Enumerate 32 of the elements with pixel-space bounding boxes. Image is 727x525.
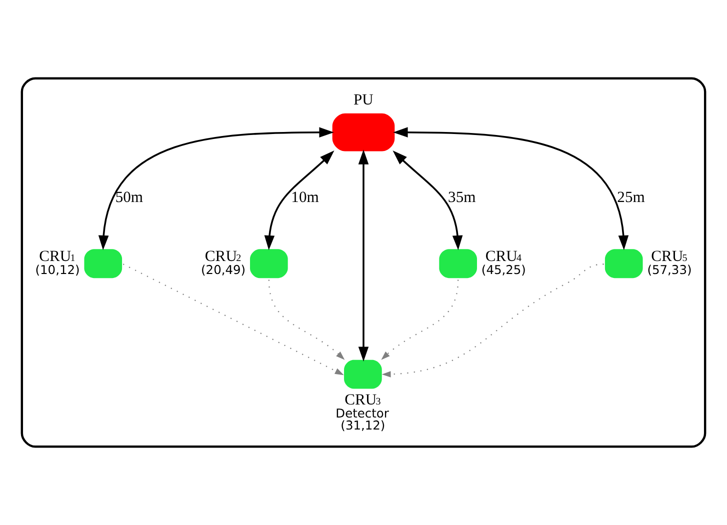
cluster — [20, 77, 706, 448]
arrow — [98, 127, 334, 250]
node-label: (20,49) — [201, 262, 246, 277]
edge-label: 50m — [115, 189, 144, 206]
node-label: CRU3 — [344, 392, 381, 409]
node-label: (57,33) — [647, 262, 692, 277]
node-box — [604, 249, 643, 278]
node-label: CRU2 — [204, 248, 242, 266]
arrow — [122, 264, 344, 376]
node-label: PU — [353, 92, 374, 109]
node-box — [250, 249, 288, 278]
arrow — [393, 127, 629, 250]
arrow — [382, 264, 604, 378]
node-box — [344, 360, 382, 389]
node-label: CRU4 — [485, 248, 522, 266]
edge-label: 10m — [291, 189, 319, 206]
arrow — [268, 280, 345, 360]
node-label: CRU5 — [651, 248, 688, 266]
node-label: Detector — [336, 406, 389, 420]
node-label: (10,12) — [35, 262, 80, 277]
arrow — [392, 150, 463, 250]
node-box — [84, 249, 122, 278]
node-label: CRU1 — [39, 248, 76, 266]
edge-label: 35m — [448, 189, 476, 206]
node-label: (45,25) — [481, 262, 526, 277]
node-box — [332, 113, 395, 152]
arrow — [264, 150, 334, 250]
edge-label: 25m — [617, 189, 645, 206]
node-box — [439, 249, 477, 278]
node-label: (31,12) — [340, 418, 386, 433]
arrow — [358, 150, 369, 362]
arrow — [381, 280, 459, 360]
